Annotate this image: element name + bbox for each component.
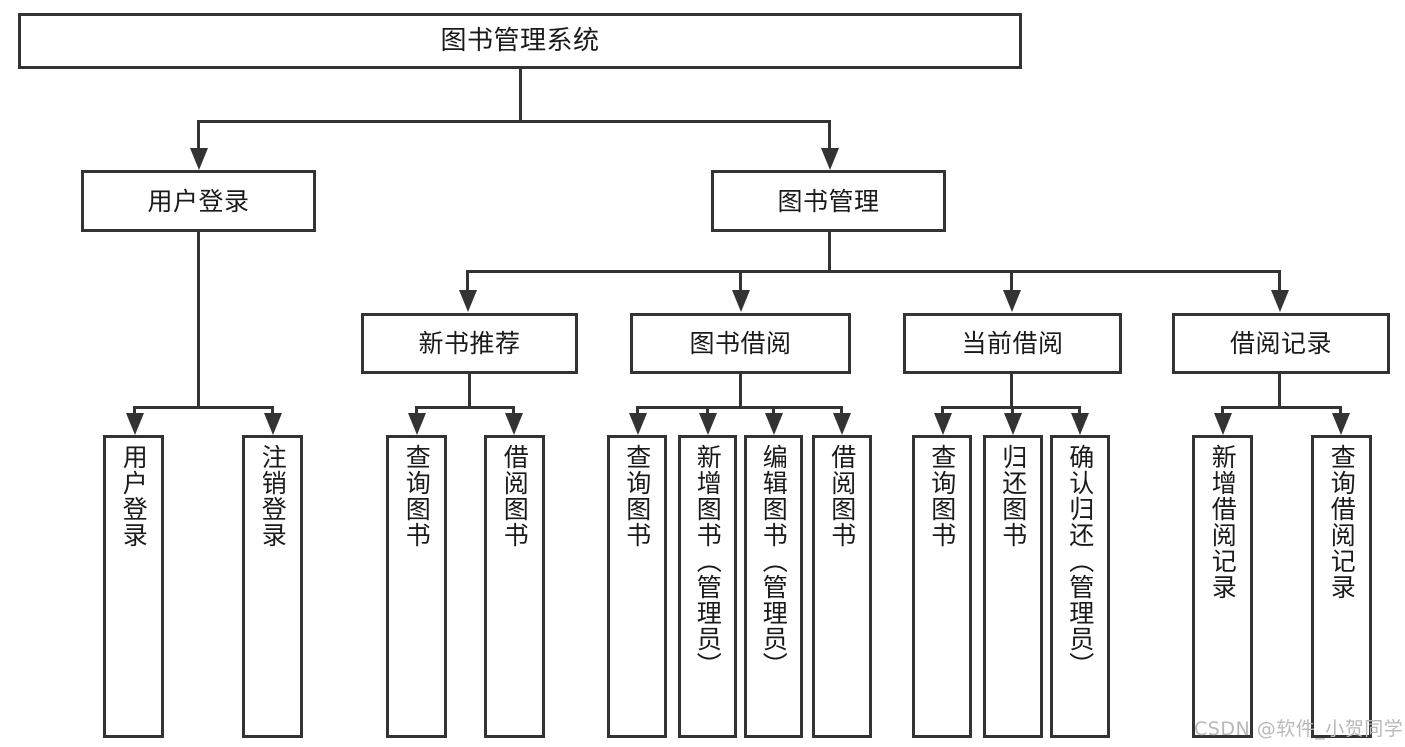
node-label: 图书管理 (777, 186, 880, 216)
leaf-add-book-admin[interactable]: 新增图书（管理员） (678, 435, 737, 738)
arrow-current-to-leaf-1 (934, 413, 952, 435)
node-label: 查询图书 (402, 444, 432, 548)
node-label: 借阅图书 (500, 444, 530, 548)
node-book-management[interactable]: 图书管理 (711, 170, 946, 232)
arrow-to-current-borrow (1003, 290, 1021, 312)
node-new-book-recommend[interactable]: 新书推荐 (361, 313, 578, 374)
node-label: 归还图书 (998, 444, 1028, 548)
leaf-query-book-2[interactable]: 查询图书 (607, 435, 667, 738)
leaf-logout-login[interactable]: 注销登录 (242, 435, 303, 738)
node-user-login[interactable]: 用户登录 (81, 170, 316, 232)
arrow-root-to-book-management (821, 148, 839, 170)
connector-to-current-borrow (1010, 270, 1013, 292)
node-label: 查询图书 (622, 444, 652, 548)
arrow-borrow-to-leaf-2 (699, 413, 717, 435)
node-label: 当前借阅 (961, 329, 1064, 358)
connector-to-book-borrow (739, 270, 742, 292)
connector-record-stem (1278, 374, 1281, 408)
arrow-borrow-to-leaf-4 (833, 413, 851, 435)
node-label: 借阅记录 (1229, 329, 1332, 358)
node-label: 查询借阅记录 (1327, 444, 1357, 600)
node-label: 确认归还（管理员） (1065, 444, 1095, 678)
connector-root-to-user-login (197, 120, 200, 150)
connector-userlogin-stem (197, 232, 200, 408)
connector-record-bus (1221, 406, 1341, 409)
node-label: 图书借阅 (689, 329, 792, 358)
leaf-return-book[interactable]: 归还图书 (983, 435, 1043, 738)
connector-current-to-leaf-1 (941, 406, 944, 416)
connector-borrow-stem (739, 374, 742, 408)
connector-recommend-bus (415, 406, 514, 409)
arrow-record-to-leaf-2 (1332, 413, 1350, 435)
connector-borrow-to-leaf-4 (840, 406, 843, 416)
arrow-borrow-to-leaf-1 (629, 413, 647, 435)
leaf-confirm-return-admin[interactable]: 确认归还（管理员） (1050, 435, 1110, 738)
leaf-borrow-book-1[interactable]: 借阅图书 (484, 435, 545, 738)
connector-recommend-stem (468, 374, 471, 408)
leaf-query-borrow-record[interactable]: 查询借阅记录 (1311, 435, 1372, 738)
leaf-user-login[interactable]: 用户登录 (103, 435, 164, 738)
connector-userlogin-to-leaf-2 (271, 406, 274, 416)
connector-current-to-leaf-2 (1011, 406, 1014, 416)
connector-userlogin-bus (133, 406, 273, 409)
connector-borrow-to-leaf-1 (636, 406, 639, 416)
node-label: 注销登录 (258, 444, 288, 548)
arrow-root-to-user-login (190, 148, 208, 170)
arrow-borrow-to-leaf-3 (765, 413, 783, 435)
arrow-to-new-book-recommend (459, 290, 477, 312)
node-root-system[interactable]: 图书管理系统 (18, 13, 1022, 69)
connector-userlogin-to-leaf-1 (133, 406, 136, 416)
arrow-to-borrow-record (1271, 290, 1289, 312)
leaf-edit-book-admin[interactable]: 编辑图书（管理员） (744, 435, 803, 738)
leaf-query-book-1[interactable]: 查询图书 (386, 435, 447, 738)
connector-record-to-leaf-1 (1221, 406, 1224, 416)
leaf-borrow-book-2[interactable]: 借阅图书 (812, 435, 872, 738)
watermark: CSDN @软件_小贺同学 (1194, 718, 1404, 740)
arrow-recommend-to-leaf-2 (505, 413, 523, 435)
arrow-current-to-leaf-3 (1071, 413, 1089, 435)
node-label: 用户登录 (119, 444, 149, 548)
connector-borrow-bus (636, 406, 843, 409)
connector-borrow-to-leaf-2 (706, 406, 709, 416)
arrow-recommend-to-leaf-1 (408, 413, 426, 435)
node-label: 查询图书 (927, 444, 957, 548)
connector-to-borrow-record (1278, 270, 1281, 292)
arrow-userlogin-to-leaf-1 (126, 413, 144, 435)
connector-recommend-to-leaf-1 (415, 406, 418, 416)
node-label: 新增图书（管理员） (693, 444, 723, 678)
connector-root-bus (197, 120, 830, 123)
connector-root-to-book-management (828, 120, 831, 150)
arrow-to-book-borrow (732, 290, 750, 312)
node-label: 新增借阅记录 (1208, 444, 1238, 600)
node-label: 借阅图书 (827, 444, 857, 548)
node-current-borrow[interactable]: 当前借阅 (903, 313, 1122, 374)
leaf-add-borrow-record[interactable]: 新增借阅记录 (1192, 435, 1253, 738)
connector-current-stem (1010, 374, 1013, 408)
arrow-record-to-leaf-1 (1214, 413, 1232, 435)
connector-root-stem (519, 69, 522, 122)
connector-bookmgmt-stem (828, 232, 831, 272)
node-label: 新书推荐 (418, 329, 521, 358)
arrow-current-to-leaf-2 (1004, 413, 1022, 435)
node-borrow-record[interactable]: 借阅记录 (1172, 313, 1390, 374)
connector-borrow-to-leaf-3 (772, 406, 775, 416)
connector-bookmgmt-bus (466, 270, 1281, 273)
leaf-query-book-3[interactable]: 查询图书 (912, 435, 972, 738)
node-label: 用户登录 (147, 186, 250, 216)
connector-to-new-book-recommend (466, 270, 469, 292)
connector-record-to-leaf-2 (1339, 406, 1342, 416)
arrow-userlogin-to-leaf-2 (264, 413, 282, 435)
connector-current-to-leaf-3 (1078, 406, 1081, 416)
node-book-borrow[interactable]: 图书借阅 (630, 313, 851, 374)
node-label: 图书管理系统 (440, 25, 600, 56)
node-label: 编辑图书（管理员） (759, 444, 789, 678)
connector-recommend-to-leaf-2 (512, 406, 515, 416)
